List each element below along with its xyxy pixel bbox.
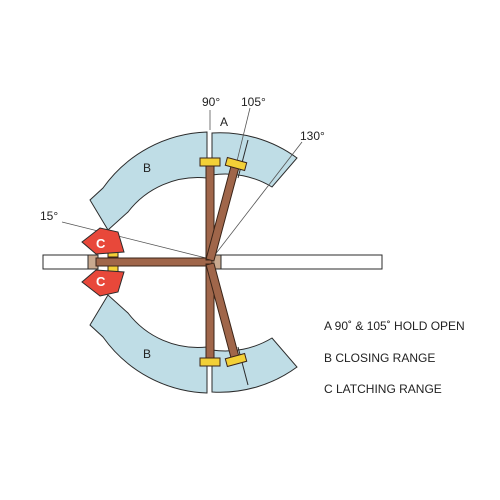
leader-130 — [213, 141, 303, 257]
zone-a-letter: A — [220, 115, 228, 129]
wall-left — [42, 254, 96, 270]
legend-closing-range: B CLOSING RANGE — [324, 351, 435, 365]
latching-range-bottom — [81, 269, 125, 297]
hold-open-range-top — [211, 132, 298, 188]
door-leaf-closed — [95, 257, 213, 267]
label-105: 105° — [241, 95, 266, 109]
closing-range-top — [89, 131, 208, 231]
latching-range-top — [81, 227, 125, 255]
label-130: 130° — [300, 129, 325, 143]
wall-right — [219, 254, 383, 270]
hold-open-bracket-90-top — [199, 157, 221, 167]
hold-open-bracket-105-bottom — [224, 352, 248, 368]
zone-c-top-letter: C — [96, 236, 106, 251]
zone-b-top-letter: B — [143, 161, 151, 175]
legend-latching-range: C LATCHING RANGE — [324, 382, 442, 396]
leader-15 — [61, 221, 211, 260]
legend-hold-open: A 90˚ & 105˚ HOLD OPEN — [324, 319, 465, 333]
zone-b-bottom-letter: B — [143, 347, 151, 361]
label-15: 15° — [40, 209, 58, 223]
hold-open-bracket-90-bottom — [199, 357, 221, 367]
hold-open-divider-bottom — [237, 346, 249, 386]
hold-open-range-bottom — [211, 337, 298, 393]
closing-range-bottom — [89, 294, 208, 394]
label-90: 90° — [202, 95, 220, 109]
zone-c-bottom-letter: C — [96, 274, 106, 289]
hold-open-bracket-105-top — [224, 156, 248, 172]
hold-open-divider-top — [237, 139, 249, 179]
